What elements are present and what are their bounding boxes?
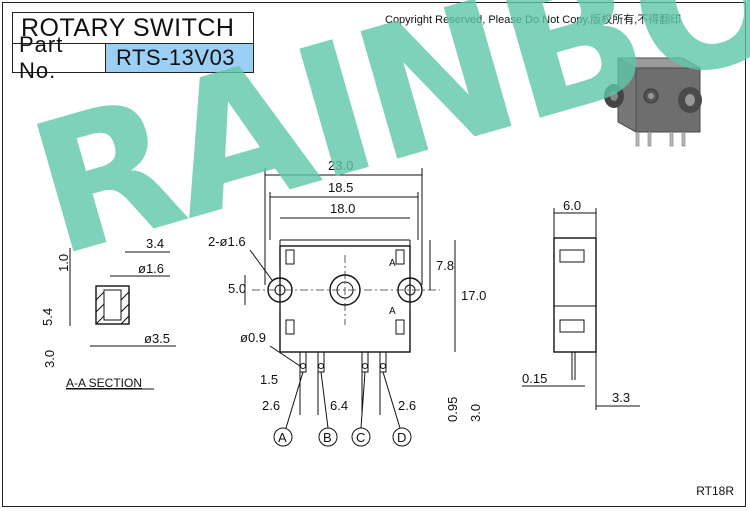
terminal-a-label: A bbox=[278, 430, 287, 445]
dim-upper-height: 7.8 bbox=[436, 258, 454, 273]
dim-pin-length: 0.95 bbox=[445, 397, 460, 422]
dim-pin-dia: ø0.9 bbox=[240, 330, 266, 345]
dim-side-pin: 3.3 bbox=[612, 390, 630, 405]
section-marker-bottom: A bbox=[389, 306, 396, 317]
dim-mount-width: 18.0 bbox=[330, 201, 355, 216]
dim-overall-width: 23.0 bbox=[328, 158, 353, 173]
copyright-notice: Copyright Reserved, Please Do Not Copy.版… bbox=[385, 14, 682, 26]
part-number-value: RTS-13V03 bbox=[105, 43, 254, 73]
drawing-code: RT18R bbox=[696, 484, 734, 498]
dim-pin-pitch-mid: 6.4 bbox=[330, 398, 348, 413]
section-marker-top: A bbox=[389, 258, 396, 269]
product-image bbox=[604, 57, 702, 147]
dim-sec-width: 3.4 bbox=[146, 236, 164, 251]
dim-sec-bottom: 3.0 bbox=[42, 350, 57, 368]
section-title: A-A SECTION bbox=[66, 376, 142, 390]
front-dimensions: 23.0 18.5 18.0 2-ø1.6 5.0 7.8 17.0 ø0.9 … bbox=[208, 158, 486, 422]
terminal-d-label: D bbox=[397, 430, 406, 445]
dim-sec-hole: ø1.6 bbox=[138, 261, 164, 276]
dim-sec-top: 1.0 bbox=[56, 254, 71, 272]
dim-total-height: 17.0 bbox=[461, 288, 486, 303]
front-view: A A bbox=[252, 239, 440, 373]
terminal-labels: A B C D bbox=[273, 371, 412, 447]
dim-side-depth: 6.0 bbox=[563, 198, 581, 213]
section-view: 3.4 ø1.6 1.0 5.4 3.0 ø3.5 A-A SECTION bbox=[40, 236, 176, 390]
dim-pin-left-offset: 1.5 bbox=[260, 372, 278, 387]
dim-pin-pitch-b: 2.6 bbox=[398, 398, 416, 413]
dim-body-width: 18.5 bbox=[328, 180, 353, 195]
dim-pin-pitch-a: 2.6 bbox=[262, 398, 280, 413]
terminal-b-label: B bbox=[323, 430, 332, 445]
dim-pin-total: 3.0 bbox=[468, 404, 483, 422]
terminal-c-label: C bbox=[356, 430, 365, 445]
dim-hole-pitch: 5.0 bbox=[228, 281, 246, 296]
dim-side-offset: 0.15 bbox=[522, 371, 547, 386]
dim-sec-outer: ø3.5 bbox=[144, 331, 170, 346]
dim-holes: 2-ø1.6 bbox=[208, 234, 246, 249]
side-view: 6.0 0.15 3.3 bbox=[522, 198, 640, 410]
dim-sec-height: 5.4 bbox=[40, 308, 55, 326]
